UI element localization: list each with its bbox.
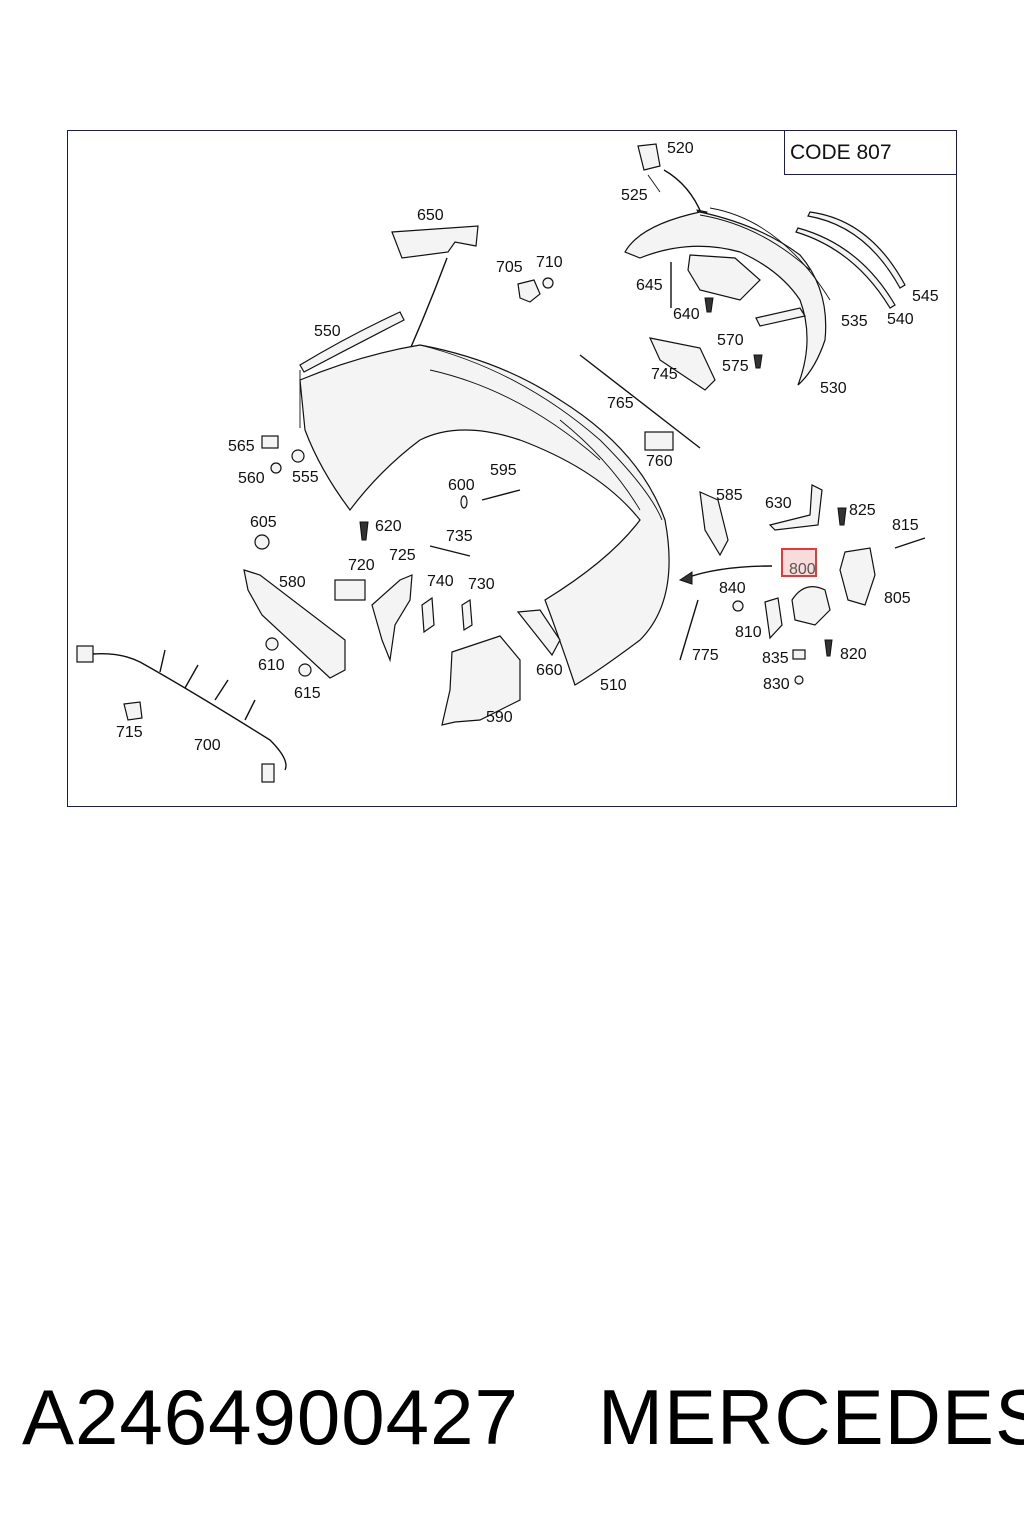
callout-745: 745: [651, 366, 678, 383]
callout-835: 835: [762, 650, 789, 667]
callout-610: 610: [258, 657, 285, 674]
callout-640: 640: [673, 306, 700, 323]
part-805: [839, 547, 876, 606]
callout-550: 550: [314, 323, 341, 340]
part-610: [265, 637, 279, 651]
code-box: [784, 130, 957, 175]
callout-510: 510: [600, 677, 627, 694]
callout-840: 840: [719, 580, 746, 597]
callout-735: 735: [446, 528, 473, 545]
part-605: [254, 534, 270, 550]
callout-620: 620: [375, 518, 402, 535]
part-700-harness: [76, 645, 287, 783]
part-765-rod: [579, 354, 701, 449]
part-720: [334, 579, 366, 601]
part-725: [371, 574, 413, 663]
callout-815: 815: [892, 517, 919, 534]
callout-810: 810: [735, 624, 762, 641]
part-595-pin: [481, 489, 521, 501]
part-735: [429, 545, 471, 557]
callout-775: 775: [692, 647, 719, 664]
callout-555: 555: [292, 469, 319, 486]
part-580: [243, 569, 346, 679]
callout-800: 800: [789, 561, 816, 578]
callout-715: 715: [116, 724, 143, 741]
diagram-frame: [67, 130, 957, 807]
code-label: CODE 807: [790, 141, 892, 164]
callout-830: 830: [763, 676, 790, 693]
part-830: [794, 675, 804, 685]
part-620: [359, 521, 369, 541]
part-760-sensor: [644, 431, 674, 451]
part-825: [837, 507, 847, 526]
callout-535: 535: [841, 313, 868, 330]
part-540-545-strips: [795, 211, 906, 309]
callout-650: 650: [417, 207, 444, 224]
callout-725: 725: [389, 547, 416, 564]
part-645-640: [648, 262, 806, 391]
callout-760: 760: [646, 453, 673, 470]
part-775: [679, 599, 699, 661]
part-705-710: [517, 277, 554, 303]
callout-720: 720: [348, 557, 375, 574]
part-600: [460, 495, 468, 509]
part-715: [123, 701, 143, 721]
part-835: [792, 649, 806, 660]
callout-730: 730: [468, 576, 495, 593]
callout-585: 585: [716, 487, 743, 504]
callout-660: 660: [536, 662, 563, 679]
part-510-bumper-cover: [299, 344, 670, 686]
part-585: [699, 491, 729, 557]
callout-565: 565: [228, 438, 255, 455]
callout-615: 615: [294, 685, 321, 702]
part-840: [732, 600, 744, 612]
callout-805: 805: [884, 590, 911, 607]
callout-545: 545: [912, 288, 939, 305]
part-740: [421, 596, 435, 634]
part-820: [824, 639, 833, 657]
callout-525: 525: [621, 187, 648, 204]
part-number: A2464900427: [22, 1373, 519, 1461]
callout-705: 705: [496, 259, 523, 276]
part-590: [441, 635, 521, 726]
part-815: [894, 537, 926, 549]
callout-630: 630: [765, 495, 792, 512]
callout-595: 595: [490, 462, 517, 479]
brand-name: MERCEDES: [598, 1373, 1024, 1461]
callout-530: 530: [820, 380, 847, 397]
part-810: [764, 597, 783, 640]
callout-605: 605: [250, 514, 277, 531]
part-530-bumper-upper: [624, 207, 831, 386]
part-660: [516, 609, 561, 657]
callout-570: 570: [717, 332, 744, 349]
callout-700: 700: [194, 737, 221, 754]
part-550-strip: [299, 311, 405, 428]
highlight-800: [781, 548, 817, 577]
callout-575: 575: [722, 358, 749, 375]
callout-820: 820: [840, 646, 867, 663]
callout-590: 590: [486, 709, 513, 726]
callout-765: 765: [607, 395, 634, 412]
callout-600: 600: [448, 477, 475, 494]
callout-580: 580: [279, 574, 306, 591]
callout-520: 520: [667, 140, 694, 157]
callout-825: 825: [849, 502, 876, 519]
callout-560: 560: [238, 470, 265, 487]
part-630: [768, 484, 823, 531]
part-615: [298, 663, 312, 677]
callout-645: 645: [636, 277, 663, 294]
callout-710: 710: [536, 254, 563, 271]
part-800-housing: [791, 586, 831, 626]
callout-740: 740: [427, 573, 454, 590]
part-565-560-555: [261, 435, 305, 474]
callout-540: 540: [887, 311, 914, 328]
arrow-800: [685, 565, 773, 579]
parts-drawing: [76, 143, 944, 783]
part-730: [461, 598, 473, 632]
